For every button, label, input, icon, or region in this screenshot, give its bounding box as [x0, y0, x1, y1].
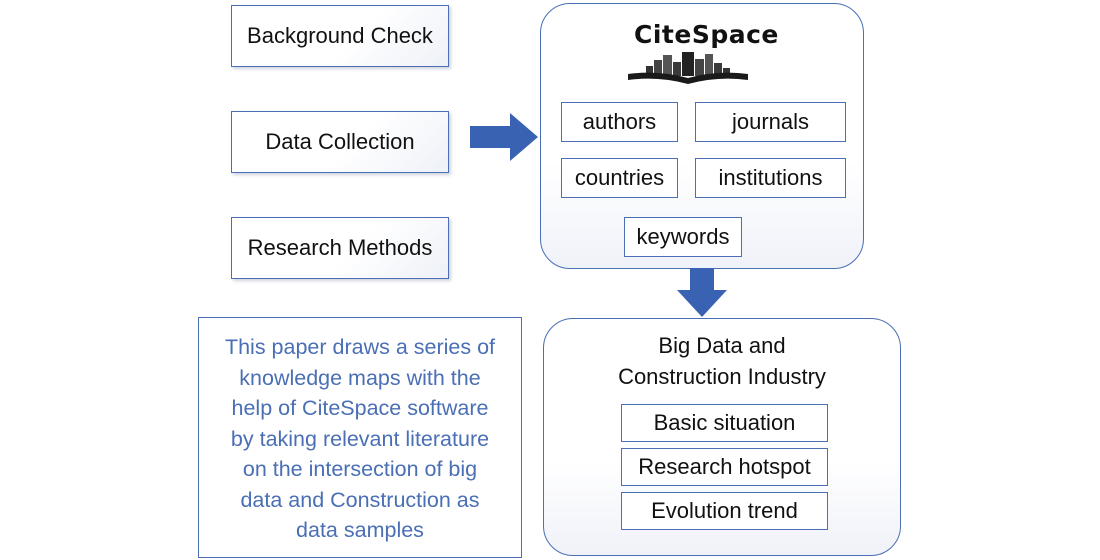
research-methods-label: Research Methods [247, 234, 433, 260]
down-arrow-icon [677, 268, 727, 317]
background-check-label: Background Check [247, 22, 433, 48]
results-title-line-2: Construction Industry [618, 364, 826, 389]
basic-situation-item: Basic situation [621, 404, 828, 442]
authors-label: authors [582, 109, 657, 134]
countries-label: countries [574, 165, 665, 190]
description-line-2: knowledge maps with the [239, 365, 481, 390]
journals-label: journals [731, 109, 810, 134]
research-hotspot-item: Research hotspot [621, 448, 828, 486]
journals-tag: journals [695, 102, 846, 142]
description-line-3: help of CiteSpace software [231, 396, 489, 420]
data-collection-label: Data Collection [265, 128, 415, 154]
description-line-6: data and Construction as [240, 487, 480, 512]
description-line-1: This paper draws a series of [224, 335, 496, 359]
description-line-5: on the intersection of big [242, 457, 478, 481]
evolution-trend-label: Evolution trend [651, 498, 798, 523]
keywords-tag: keywords [624, 217, 742, 257]
keywords-label: keywords [636, 224, 730, 249]
results-title: Big Data and Construction Industry [543, 330, 901, 392]
institutions-label: institutions [718, 165, 823, 190]
description-box: This paper draws a series of knowledge m… [198, 317, 522, 558]
book-city-icon [628, 52, 748, 84]
citespace-logo: CiteSpace [622, 16, 778, 84]
evolution-trend-item: Evolution trend [621, 492, 828, 530]
description-line-4: by taking relevant literature [230, 426, 490, 451]
citespace-logo-text: CiteSpace [634, 20, 779, 49]
authors-tag: authors [561, 102, 678, 142]
countries-tag: countries [561, 158, 678, 198]
research-hotspot-label: Research hotspot [638, 454, 811, 479]
research-methods-box: Research Methods [231, 217, 449, 279]
data-collection-box: Data Collection [231, 111, 449, 173]
background-check-box: Background Check [231, 5, 449, 67]
description-line-7: data samples [296, 518, 424, 542]
institutions-tag: institutions [695, 158, 846, 198]
right-arrow-icon [470, 113, 538, 161]
results-title-line-1: Big Data and [658, 333, 786, 358]
basic-situation-label: Basic situation [653, 410, 796, 435]
